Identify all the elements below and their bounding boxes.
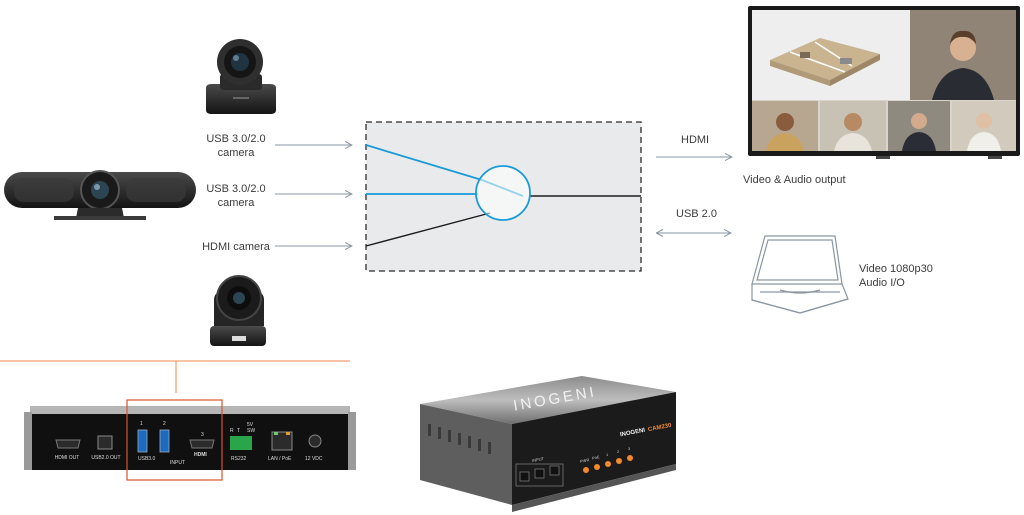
front-label-1: 1 — [606, 452, 609, 457]
conference-bar-camera-icon — [4, 170, 196, 220]
usb-output-caption-line2: Audio I/O — [859, 277, 905, 289]
usb-camera-1-line1: USB 3.0/2.0 — [206, 133, 266, 145]
port-label-lan: LAN / PoE — [268, 456, 292, 462]
hdmi-camera-path — [365, 212, 491, 247]
switch-selector-circle — [475, 165, 531, 221]
usb-camera-2-line1: USB 3.0/2.0 — [206, 183, 266, 195]
input-number-1: 1 — [140, 421, 143, 427]
input-number-3: 3 — [201, 432, 204, 438]
rs232-pin-sw: SW — [247, 428, 256, 434]
rs232-pin-5v: 5V — [247, 422, 254, 428]
inogeni-device-icon — [420, 376, 676, 512]
usb-camera-1-path — [365, 144, 483, 181]
input-number-2: 2 — [163, 421, 166, 427]
port-label-dc: 12 VDC — [305, 456, 323, 462]
hdmi-output-label: HDMI — [681, 134, 710, 146]
usb-camera-2-label: USB 3.0/2.0 camera — [196, 182, 276, 210]
usb-output-caption: Video 1080p30 Audio I/O — [859, 262, 933, 290]
usb-output-caption-line1: Video 1080p30 — [859, 263, 933, 275]
port-label-hdmi: HDMI — [194, 452, 207, 458]
usb-output-label: USB 2.0 — [676, 208, 717, 220]
port-label-usb2-out: USB2.0 OUT — [91, 455, 121, 461]
switch-box — [365, 121, 642, 272]
port-label-usb3: USB3.0 — [138, 456, 156, 462]
ptz-camera-bottom-icon — [210, 275, 266, 346]
input-ports-highlight — [126, 399, 223, 481]
hdmi-output-caption: Video & Audio output — [743, 174, 846, 186]
hdmi-camera-label: HDMI camera — [202, 241, 270, 253]
computer-monitor-icon — [751, 235, 849, 314]
port-label-rs232: RS232 — [231, 456, 247, 462]
participant-tiles — [752, 101, 1016, 151]
rs232-pin-r: R — [230, 428, 234, 434]
rear-panel-icon — [24, 399, 356, 481]
front-label-3: 3 — [628, 446, 631, 451]
ptz-camera-top-icon — [206, 39, 276, 114]
port-label-hdmi-out: HDMI OUT — [54, 455, 80, 461]
rs232-pin-t: T — [237, 428, 241, 434]
usb-camera-1-label: USB 3.0/2.0 camera — [196, 132, 276, 160]
port-label-input: INPUT — [170, 460, 185, 466]
usb-camera-2-line2: camera — [217, 197, 255, 209]
video-display-icon — [748, 6, 1020, 159]
usb-camera-1-line2: camera — [217, 147, 255, 159]
front-label-2: 2 — [617, 449, 620, 454]
